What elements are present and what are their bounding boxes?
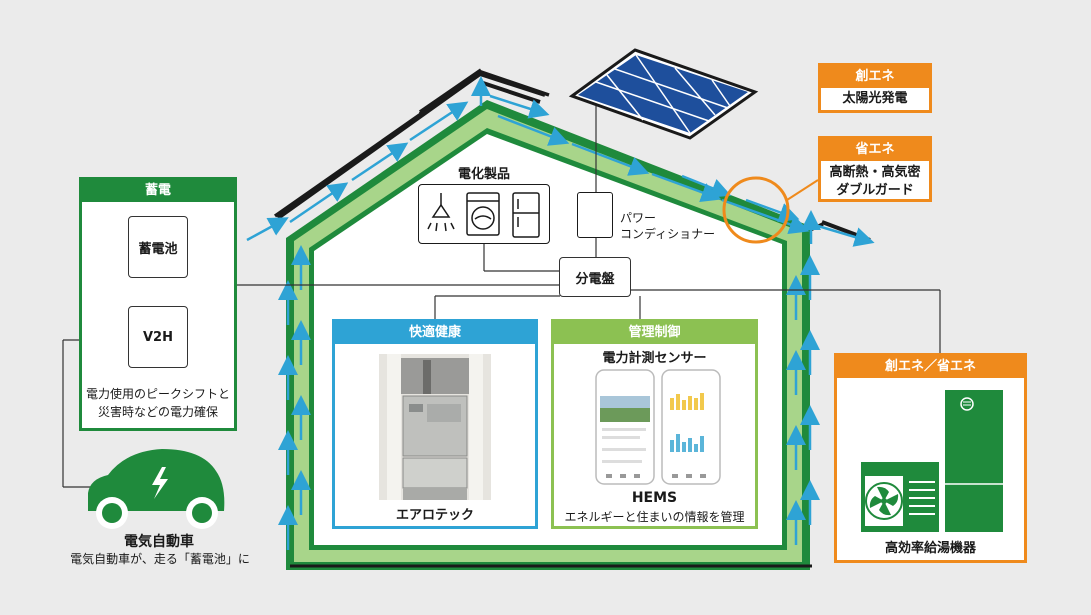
create-energy-body: 太陽光発電 [842, 91, 908, 106]
v2h-unit: V2H [128, 306, 188, 368]
control-box: 管理制御 電力計測センサー HEMS エネルギーと住まいの情報を管理 [551, 319, 758, 529]
airflow-arrows [246, 76, 875, 550]
insulation-highlight-circle [722, 176, 790, 244]
appliances-title: 電化製品 [457, 167, 510, 182]
distribution-board-label: 分電盤 [575, 271, 615, 287]
power-conditioner-line1: パワー [620, 211, 657, 225]
appliance-icons [427, 192, 540, 238]
water-heater-box: 創エネ／省エネ 高効率給湯機器 [834, 353, 1027, 563]
comfort-header: 快適健康 [335, 322, 535, 344]
save-energy-header: 省エネ [821, 139, 929, 161]
storage-header: 蓄電 [82, 180, 234, 202]
water-heater-caption: 高効率給湯機器 [884, 541, 976, 556]
refrigerator-icon [512, 192, 540, 238]
power-conditioner-line2: コンディショナー [620, 227, 716, 241]
hems-label: HEMS [631, 490, 678, 506]
ev-title: 電気自動車 [124, 534, 194, 550]
appliances-box [418, 184, 550, 244]
save-energy-line2: ダブルガード [836, 183, 914, 198]
control-caption: エネルギーと住まいの情報を管理 [564, 510, 745, 524]
save-energy-box: 省エネ 高断熱・高気密 ダブルガード [818, 136, 932, 202]
storage-desc-line1: 電力使用のピークシフトと [85, 387, 230, 401]
bolt-icon [152, 467, 168, 499]
create-energy-box: 創エネ 太陽光発電 [818, 63, 932, 113]
create-energy-header: 創エネ [821, 66, 929, 88]
v2h-label: V2H [143, 329, 173, 345]
wiring [62, 106, 941, 488]
control-title: 電力計測センサー [602, 351, 707, 366]
battery-label: 蓄電池 [138, 241, 178, 257]
washing-machine-icon [466, 192, 500, 236]
water-heater-header: 創エネ／省エネ [837, 356, 1024, 378]
aerotech-unit-image [379, 354, 491, 500]
storage-box: 蓄電 蓄電池 V2H 電力使用のピークシフトと 災害時などの電力確保 [79, 177, 237, 431]
lamp-icon [427, 193, 455, 232]
battery-unit: 蓄電池 [128, 216, 188, 278]
comfort-box: 快適健康 エアロテック [332, 319, 538, 529]
distribution-board: 分電盤 [559, 257, 631, 297]
heat-pump-water-heater [861, 390, 1003, 532]
ev-caption: 電気自動車が、走る「蓄電池」に [70, 552, 250, 566]
storage-desc-line2: 災害時などの電力確保 [97, 405, 218, 419]
electric-car-icon [88, 449, 225, 529]
solar-panel-icon [568, 48, 759, 140]
fan-icon [865, 482, 903, 520]
control-header: 管理制御 [554, 322, 755, 344]
comfort-caption: エアロテック [395, 508, 474, 523]
power-conditioner-unit [577, 192, 613, 238]
save-energy-line1: 高断熱・高気密 [829, 165, 921, 180]
smartphone-icon [595, 369, 721, 485]
